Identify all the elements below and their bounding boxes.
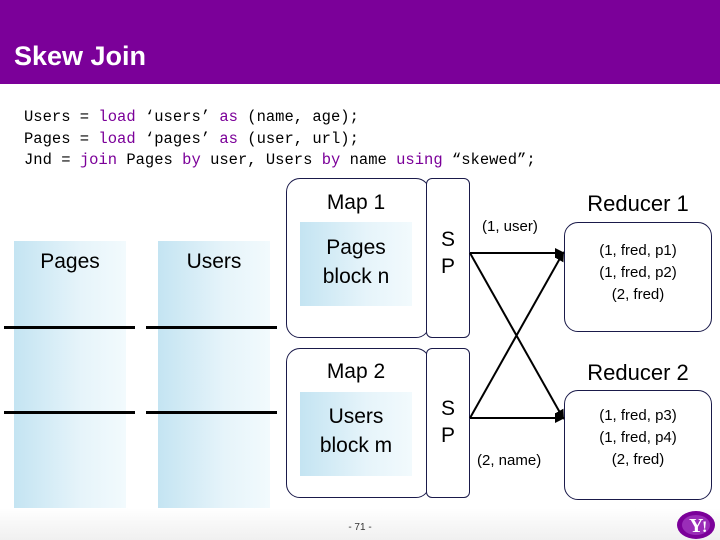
map2-split-partition: S P: [426, 348, 470, 498]
code-line-3: Jnd = join Pages by user, Users by name …: [24, 151, 536, 169]
pages-input-column: [14, 241, 126, 537]
users-input-column: [158, 241, 270, 537]
users-input-label: Users: [186, 250, 242, 273]
title-bar: [0, 0, 720, 86]
map1-title: Map 1: [326, 191, 386, 214]
reducer2-item: (1, fred, p4): [599, 429, 677, 446]
arrow-map2-to-reducer1: [469, 251, 564, 419]
reducer1-item: (2, fred): [611, 286, 665, 303]
footer-bar: [0, 508, 720, 540]
map1-block-line2: block n: [322, 265, 390, 288]
reducer1-output-list: (1, fred, p1) (1, fred, p2) (2, fred): [564, 240, 712, 306]
map2-title: Map 2: [326, 360, 386, 383]
code-block: Users = load ‘users’ as (name, age); Pag…: [24, 107, 536, 172]
yahoo-logo-icon: Y !: [677, 511, 715, 539]
map1-block: Pages block n: [300, 222, 412, 306]
slide-title: Skew Join: [14, 41, 147, 71]
map1-split-label: S: [440, 228, 455, 251]
reducer2-output-list: (1, fred, p3) (1, fred, p4) (2, fred): [564, 405, 712, 471]
svg-text:!: !: [702, 519, 707, 536]
reducer2-item: (1, fred, p3): [599, 407, 677, 424]
users-split-line-1: [146, 326, 277, 329]
map2-block: Users block m: [300, 392, 412, 476]
map2-partition-label: P: [440, 424, 455, 447]
page-number: - 71 -: [348, 522, 372, 533]
reducer1-panel: [564, 222, 712, 332]
reducer1-title: Reducer 1: [587, 191, 689, 216]
users-split-line-2: [146, 411, 277, 414]
reducer1-item: (1, fred, p1): [599, 242, 677, 259]
map2-block-line1: Users: [328, 405, 384, 428]
svg-text:Y: Y: [689, 515, 704, 537]
map2-block-line2: block m: [319, 434, 393, 457]
shuffle-key-label-1: (1, user): [482, 218, 538, 235]
map2-split-label: S: [440, 397, 455, 420]
pages-input-label: Pages: [40, 250, 100, 273]
reducer2-title: Reducer 2: [587, 360, 689, 385]
reducer2-item: (2, fred): [611, 451, 665, 468]
map1-block-line1: Pages: [326, 236, 386, 259]
reducer1-item: (1, fred, p2): [599, 264, 677, 281]
shuffle-key-label-2: (2, name): [477, 452, 542, 469]
title-underline: [0, 84, 720, 87]
code-line-1: Users = load ‘users’ as (name, age);: [24, 108, 359, 126]
map1-partition-label: P: [440, 255, 455, 278]
reducer2-panel: [564, 390, 712, 500]
pages-split-line-1: [4, 326, 135, 329]
pages-split-line-2: [4, 411, 135, 414]
code-line-2: Pages = load ‘pages’ as (user, url);: [24, 129, 359, 148]
map1-split-partition: S P: [426, 178, 470, 338]
